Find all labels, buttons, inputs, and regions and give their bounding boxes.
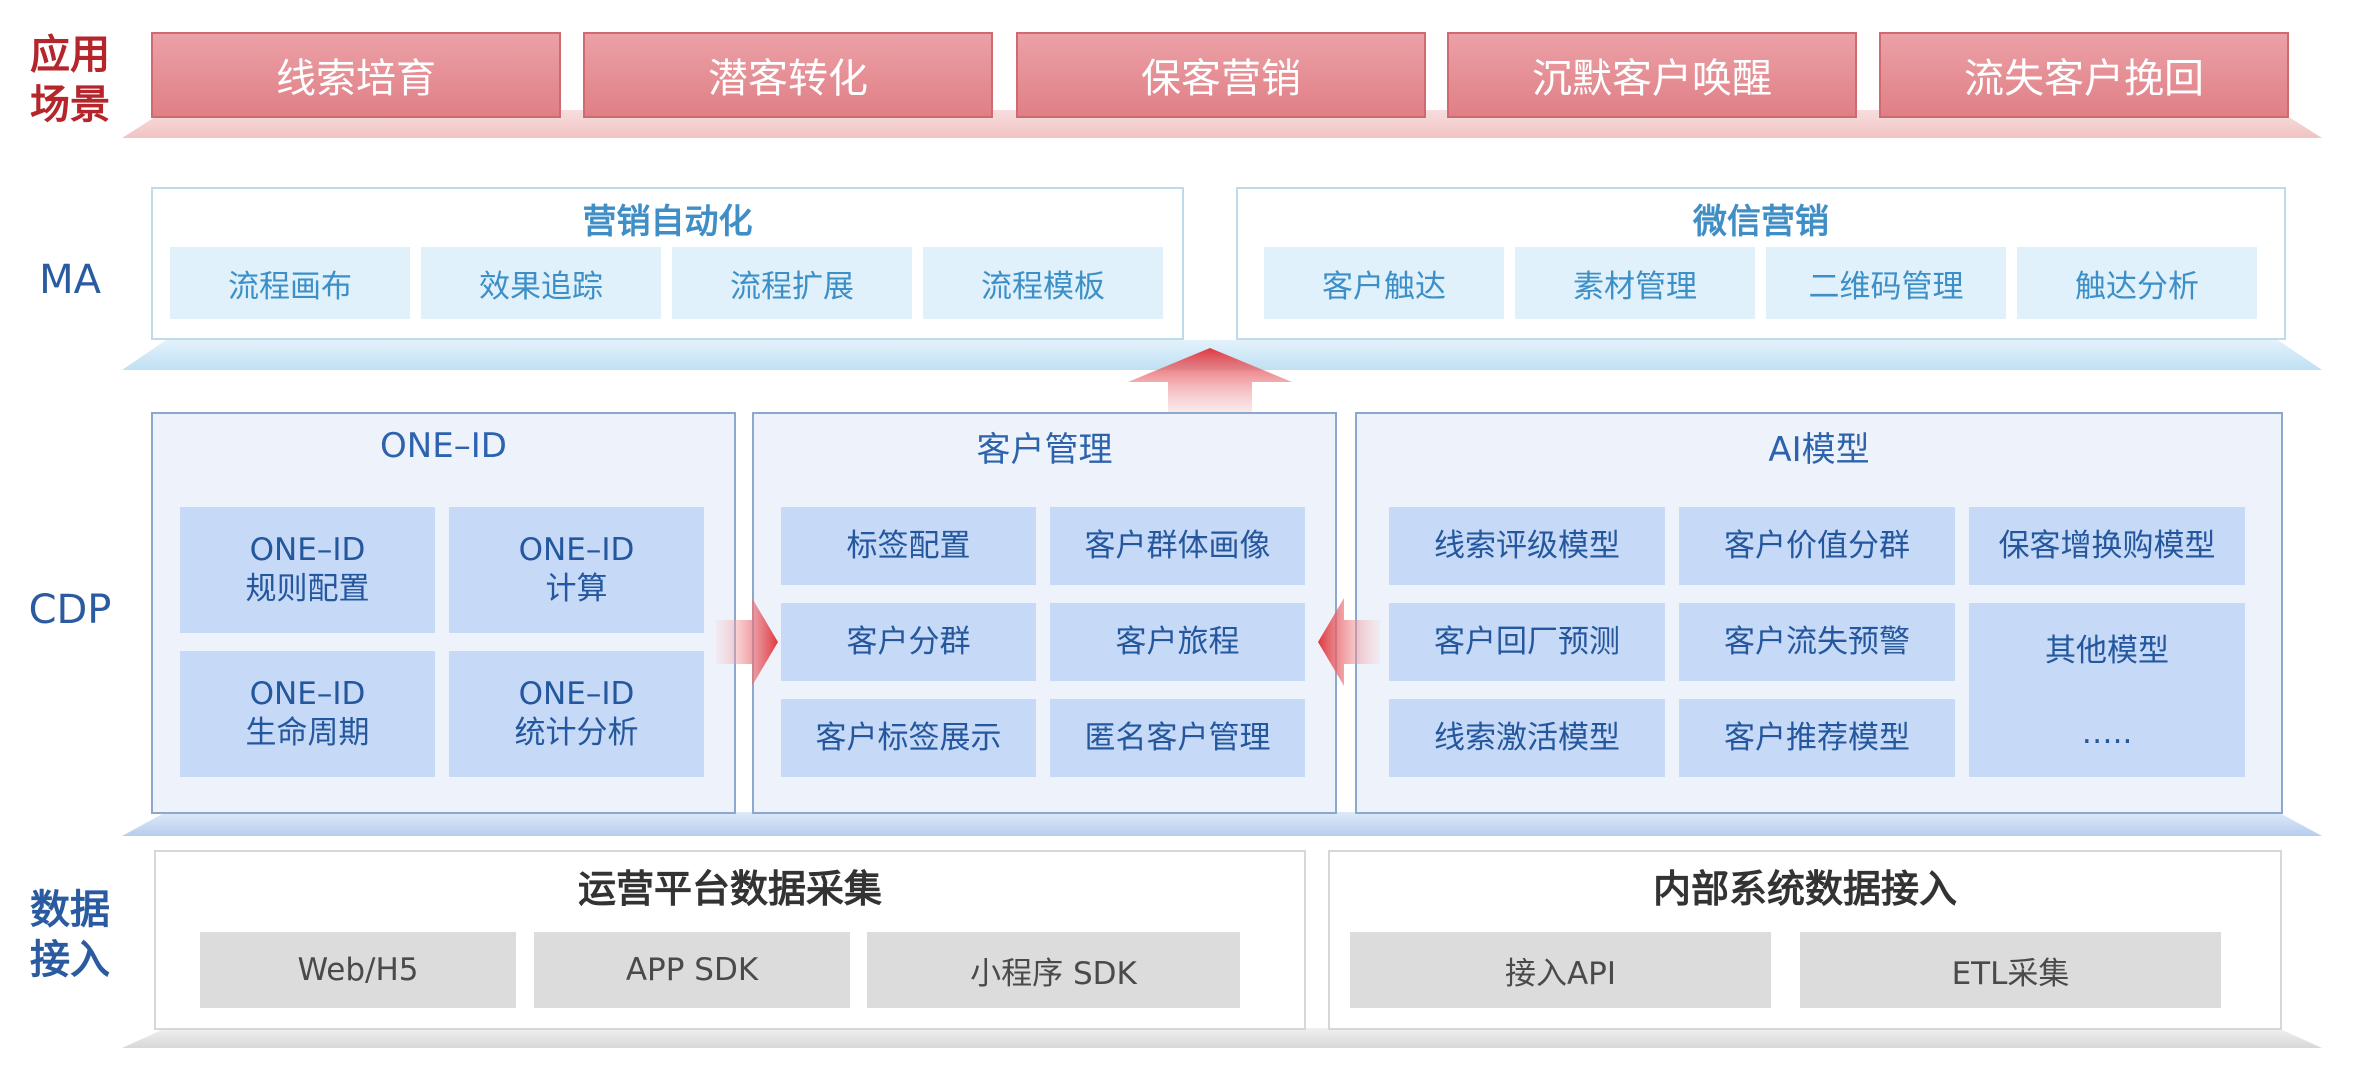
ai-item: 客户推荐模型 [1679, 699, 1955, 777]
row-label-scenario-line1: 应用 [30, 32, 110, 78]
cdp-panel-customer-management: 客户管理 标签配置 客户群体画像 客户分群 客户旅程 客户标签展示 匿名客户管理 [752, 412, 1337, 814]
ai-item: 线索评级模型 [1389, 507, 1665, 585]
scenario-item: 线索培育 [151, 32, 561, 118]
customer-item: 客户标签展示 [781, 699, 1036, 777]
ma-item: 二维码管理 [1766, 247, 2006, 319]
oneid-item-line1: ONE–ID [249, 532, 366, 569]
customer-item: 客户旅程 [1050, 603, 1305, 681]
ai-item: 客户价值分群 [1679, 507, 1955, 585]
data-item: Web/H5 [200, 932, 516, 1008]
ai-item: 保客增换购模型 [1969, 507, 2245, 585]
oneid-item-line1: ONE–ID [249, 676, 366, 713]
oneid-item-line2: 生命周期 [245, 715, 370, 751]
ma-item: 素材管理 [1515, 247, 1755, 319]
ma-item: 触达分析 [2017, 247, 2257, 319]
scenario-item: 潜客转化 [583, 32, 993, 118]
data-panel-ops-platform: 运营平台数据采集 Web/H5 APP SDK 小程序 SDK [154, 850, 1306, 1030]
ai-item-tall: 其他模型 ….. [1969, 603, 2245, 777]
row-label-scenario-line2: 场景 [30, 82, 110, 128]
data-panel-title: 运营平台数据采集 [577, 866, 882, 911]
ma-item: 流程模板 [923, 247, 1163, 319]
oneid-item-line2: 规则配置 [245, 571, 370, 607]
ma-item: 效果追踪 [421, 247, 661, 319]
data-platform [122, 1028, 2322, 1048]
oneid-item: ONE–ID 规则配置 [180, 507, 435, 633]
data-panel-title: 内部系统数据接入 [1652, 866, 1957, 911]
ai-item-ellipsis: ….. [2081, 714, 2133, 751]
oneid-item-line1: ONE–ID [518, 676, 635, 713]
oneid-item-line1: ONE–ID [518, 532, 635, 569]
ma-panel-marketing-automation: 营销自动化 流程画布 效果追踪 流程扩展 流程模板 [151, 187, 1184, 340]
cdp-panel-title: AI模型 [1768, 429, 1870, 470]
cdp-panel-ai-model: AI模型 线索评级模型 客户价值分群 保客增换购模型 客户回厂预测 客户流失预警… [1355, 412, 2283, 814]
data-item: APP SDK [534, 932, 850, 1008]
data-item: 接入API [1350, 932, 1771, 1008]
row-label-data: 数据 接入 [20, 885, 120, 985]
row-label-ma: MA [39, 257, 101, 303]
scenario-item: 沉默客户唤醒 [1447, 32, 1857, 118]
ai-item-label: 其他模型 [2045, 632, 2169, 669]
oneid-item-line2: 统计分析 [514, 715, 639, 751]
ma-panel-title: 微信营销 [1693, 201, 1829, 242]
row-label-data-line2: 接入 [30, 937, 110, 983]
right-arrow-icon [716, 598, 778, 686]
cdp-panel-title: ONE–ID [380, 426, 507, 466]
row-label-cdp: CDP [28, 587, 112, 633]
ai-item: 客户流失预警 [1679, 603, 1955, 681]
cdp-platform [122, 812, 2322, 836]
ma-panel-wechat-marketing: 微信营销 客户触达 素材管理 二维码管理 触达分析 [1236, 187, 2286, 340]
ai-item: 线索激活模型 [1389, 699, 1665, 777]
ma-panel-title: 营销自动化 [582, 201, 753, 242]
ma-item: 流程画布 [170, 247, 410, 319]
customer-item: 客户群体画像 [1050, 507, 1305, 585]
oneid-item: ONE–ID 生命周期 [180, 651, 435, 777]
customer-item: 标签配置 [781, 507, 1036, 585]
ma-item: 流程扩展 [672, 247, 912, 319]
row-label-scenario: 应用 场景 [20, 30, 120, 130]
scenario-item: 保客营销 [1016, 32, 1426, 118]
row-label-data-line1: 数据 [30, 887, 110, 933]
data-item: 小程序 SDK [867, 932, 1240, 1008]
data-item: ETL采集 [1800, 932, 2221, 1008]
oneid-item: ONE–ID 计算 [449, 507, 704, 633]
left-arrow-icon [1318, 598, 1380, 686]
oneid-item-line2: 计算 [545, 571, 608, 607]
ma-item: 客户触达 [1264, 247, 1504, 319]
scenario-item: 流失客户挽回 [1879, 32, 2289, 118]
customer-item: 匿名客户管理 [1050, 699, 1305, 777]
oneid-item: ONE–ID 统计分析 [449, 651, 704, 777]
cdp-panel-title: 客户管理 [976, 429, 1113, 470]
cdp-panel-oneid: ONE–ID ONE–ID 规则配置 ONE–ID 计算 ONE–ID 生命周期… [151, 412, 736, 814]
ai-item: 客户回厂预测 [1389, 603, 1665, 681]
data-panel-internal-systems: 内部系统数据接入 接入API ETL采集 [1328, 850, 2282, 1030]
up-arrow-icon [1128, 348, 1292, 412]
customer-item: 客户分群 [781, 603, 1036, 681]
